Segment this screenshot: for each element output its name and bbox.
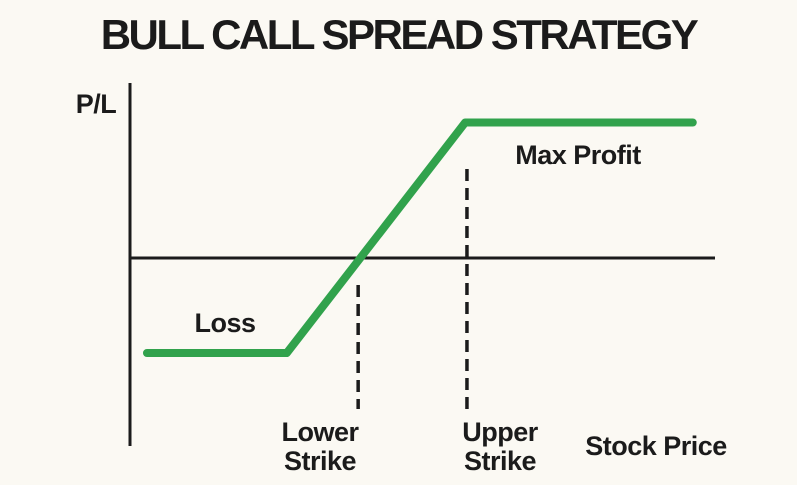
upper-strike-label: Upper Strike xyxy=(462,418,538,476)
x-axis-label: Stock Price xyxy=(585,431,727,461)
upper-strike-label-line2: Strike xyxy=(463,446,537,476)
lower-strike-label: Lower Strike xyxy=(281,417,359,476)
max-profit-label: Max Profit xyxy=(515,140,641,170)
payoff-line xyxy=(142,118,697,357)
lower-strike-label-line2: Strike xyxy=(283,446,357,476)
loss-label: Loss xyxy=(194,308,256,338)
upper-strike-label-line1: Upper xyxy=(462,417,538,447)
lower-strike-label-line1: Lower xyxy=(281,417,359,447)
page-title: BULL CALL SPREAD STRATEGY xyxy=(100,11,699,58)
y-axis-label: P/L xyxy=(75,89,117,119)
